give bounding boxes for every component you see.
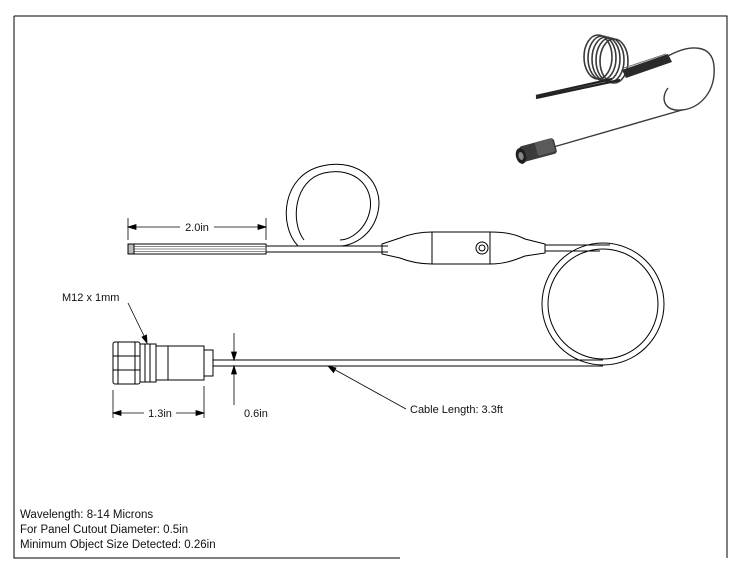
thread-label: M12 x 1mm — [62, 292, 119, 304]
lead-wires — [127, 243, 267, 255]
spec-min-object: Minimum Object Size Detected: 0.26in — [20, 539, 216, 551]
upper-loop — [285, 163, 380, 247]
preview-sensor-head — [515, 138, 557, 164]
cable-diameter-label: 0.6in — [244, 408, 268, 420]
spec-wavelength: Wavelength: 8-14 Microns — [20, 509, 154, 521]
preview-module — [622, 53, 672, 78]
isometric-preview — [515, 34, 715, 164]
spec-panel-cutout: For Panel Cutout Diameter: 0.5in — [20, 524, 189, 536]
cable-length-label: Cable Length: 3.3ft — [410, 404, 503, 416]
lower-loop — [541, 242, 665, 366]
dimensions — [111, 218, 407, 418]
drawing-frame — [13, 15, 728, 559]
preview-leads — [535, 77, 621, 100]
body-length-label: 1.3in — [148, 408, 172, 420]
cable-assembly — [112, 163, 665, 385]
sensor-head — [112, 341, 214, 385]
inline-module — [381, 231, 546, 265]
lead-length-label: 2.0in — [185, 222, 209, 234]
preview-coil — [583, 34, 629, 84]
